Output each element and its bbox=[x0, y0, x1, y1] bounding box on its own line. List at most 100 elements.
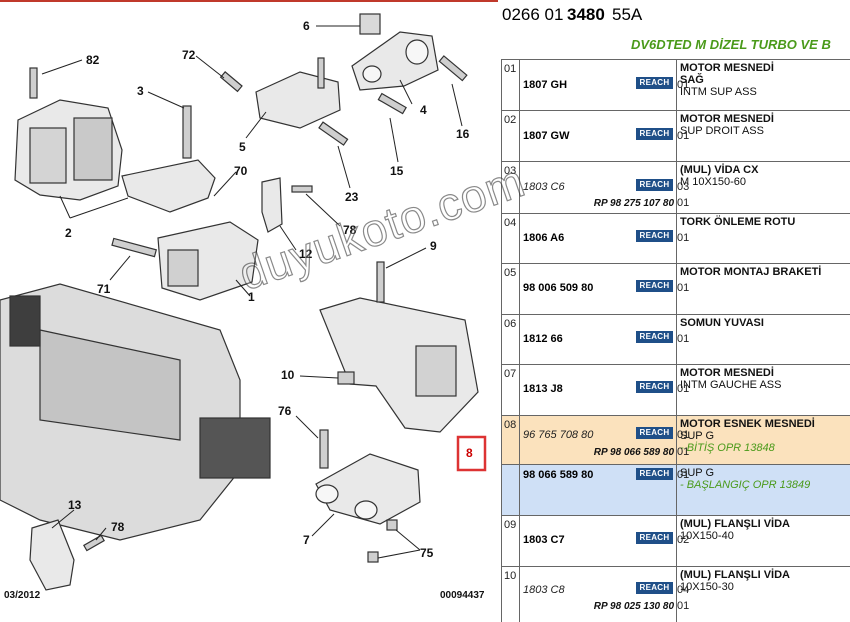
row-desc: SOMUN YUVASI bbox=[676, 314, 850, 365]
row-index: 08 bbox=[501, 415, 520, 465]
table-row[interactable]: 09 1803 C7 REACH 02 (MUL) FLANŞLI VİDA 1… bbox=[501, 515, 850, 567]
row-ref: 1807 GH REACH 01 bbox=[519, 59, 689, 111]
row-desc: (MUL) FLANŞLI VİDA 10X150-30 bbox=[676, 566, 850, 622]
replacement-ref[interactable]: RP 98 025 130 80 bbox=[593, 601, 674, 612]
parts-list-panel: 0266 01 3480 55A DV6DTED M DİZEL TURBO V… bbox=[499, 0, 850, 622]
quantity-2: 01 bbox=[677, 600, 690, 612]
callout-10: 10 bbox=[281, 368, 295, 382]
quantity: 01 bbox=[677, 429, 690, 441]
row-desc: MOTOR MESNEDİ SAĞ INTM SUP ASS bbox=[676, 59, 850, 111]
parts-table: 01 1807 GH REACH 01 MOTOR MESNEDİ SAĞ IN… bbox=[501, 59, 850, 622]
row-ref: 1806 A6 REACH 01 bbox=[519, 213, 689, 264]
callout-12: 12 bbox=[299, 247, 313, 261]
reach-badge: REACH bbox=[636, 427, 673, 439]
part-code[interactable]: 1803 C8 bbox=[523, 584, 565, 596]
table-row[interactable]: 01 1807 GH REACH 01 MOTOR MESNEDİ SAĞ IN… bbox=[501, 59, 850, 111]
replacement-ref[interactable]: RP 98 066 589 80 bbox=[593, 447, 674, 458]
part-code[interactable]: 98 066 589 80 bbox=[523, 469, 594, 481]
row-index: 04 bbox=[501, 213, 520, 264]
desc-line-1: SOMUN YUVASI bbox=[680, 317, 764, 329]
part-code[interactable]: 96 765 708 80 bbox=[523, 429, 594, 441]
table-row[interactable]: 07 1813 J8 REACH 01 MOTOR MESNEDİ INTM G… bbox=[501, 364, 850, 416]
quantity: 01 bbox=[677, 79, 690, 91]
row-ref: 98 066 589 80 REACH 01 bbox=[519, 464, 689, 516]
part-code[interactable]: 1807 GW bbox=[523, 130, 570, 142]
desc-line-1: MOTOR ESNEK MESNEDİ bbox=[680, 418, 815, 430]
callout-78: 78 bbox=[343, 223, 357, 237]
reach-badge: REACH bbox=[636, 77, 673, 89]
reach-badge: REACH bbox=[636, 230, 673, 242]
row-ref: 1807 GW REACH 01 bbox=[519, 110, 689, 162]
desc-line-2: M 10X150-60 bbox=[680, 176, 747, 188]
part-code[interactable]: 1803 C7 bbox=[523, 534, 565, 546]
row-index: 07 bbox=[501, 364, 520, 416]
replacement-ref[interactable]: RP 98 275 107 80 bbox=[593, 198, 674, 209]
row-ref: 96 765 708 80 REACH 01 RP 98 066 589 80 … bbox=[519, 415, 689, 465]
header-bold: 3480 bbox=[567, 5, 605, 24]
row-desc: SUP G - BAŞLANGIÇ OPR 13849 bbox=[676, 464, 850, 516]
part-code[interactable]: 1807 GH bbox=[523, 79, 568, 91]
table-row-highlighted[interactable]: 98 066 589 80 REACH 01 SUP G - BAŞLANGIÇ… bbox=[501, 464, 850, 516]
callout-82: 82 bbox=[86, 53, 100, 67]
reach-badge: REACH bbox=[636, 532, 673, 544]
table-row[interactable]: 03 1803 C6 REACH 03 RP 98 275 107 80 01 … bbox=[501, 161, 850, 214]
desc-line-1: MOTOR MESNEDİ bbox=[680, 113, 774, 125]
desc-line-3: INTM SUP ASS bbox=[680, 86, 757, 98]
quantity: 01 bbox=[677, 282, 690, 294]
quantity: 03 bbox=[677, 181, 690, 193]
part-code[interactable]: 1813 J8 bbox=[523, 383, 563, 395]
table-row[interactable]: 04 1806 A6 REACH 01 TORK ÖNLEME ROTU bbox=[501, 213, 850, 264]
callout-72: 72 bbox=[182, 48, 196, 62]
callout-4: 4 bbox=[420, 103, 427, 117]
callout-71: 71 bbox=[97, 282, 111, 296]
row-desc: MOTOR MESNEDİ SUP DROIT ASS bbox=[676, 110, 850, 162]
callout-78-lower: 78 bbox=[111, 520, 125, 534]
row-desc: MOTOR ESNEK MESNEDİ SUP G - BİTİŞ OPR 13… bbox=[676, 415, 850, 465]
row-ref: 98 006 509 80 REACH 01 bbox=[519, 263, 689, 315]
diagram-ref-number: 00094437 bbox=[440, 590, 485, 601]
row-ref: 1803 C6 REACH 03 RP 98 275 107 80 01 bbox=[519, 161, 689, 214]
callout-13: 13 bbox=[68, 498, 82, 512]
header-suffix: 55A bbox=[612, 5, 643, 24]
desc-line-2: 10X150-40 bbox=[680, 530, 734, 542]
reference-header: 0266 01 3480 55A bbox=[499, 0, 850, 30]
callout-5: 5 bbox=[239, 140, 246, 154]
callout-23: 23 bbox=[345, 190, 359, 204]
quantity-2: 01 bbox=[677, 446, 690, 458]
row-index: 05 bbox=[501, 263, 520, 315]
table-row[interactable]: 10 1803 C8 REACH 04 RP 98 025 130 80 01 … bbox=[501, 566, 850, 622]
desc-line-2: SUP G bbox=[680, 430, 715, 442]
exploded-view-drawing bbox=[0, 0, 498, 591]
row-desc: MOTOR MESNEDİ INTM GAUCHE ASS bbox=[676, 364, 850, 416]
diagram-date: 03/2012 bbox=[4, 590, 41, 601]
callout-7: 7 bbox=[303, 533, 310, 547]
row-ref: 1812 66 REACH 01 bbox=[519, 314, 689, 365]
table-row[interactable]: 02 1807 GW REACH 01 MOTOR MESNEDİ SUP DR… bbox=[501, 110, 850, 162]
callout-8[interactable]: 8 bbox=[466, 446, 473, 460]
table-row[interactable]: 05 98 006 509 80 REACH 01 MOTOR MONTAJ B… bbox=[501, 263, 850, 315]
table-row[interactable]: 06 1812 66 REACH 01 SOMUN YUVASI bbox=[501, 314, 850, 365]
desc-line-1: (MUL) FLANŞLI VİDA bbox=[680, 518, 790, 530]
callout-75: 75 bbox=[420, 546, 434, 560]
part-code[interactable]: 98 006 509 80 bbox=[523, 282, 594, 294]
part-code[interactable]: 1806 A6 bbox=[523, 232, 565, 244]
table-row-highlighted[interactable]: 08 96 765 708 80 REACH 01 RP 98 066 589 … bbox=[501, 415, 850, 465]
reach-badge: REACH bbox=[636, 280, 673, 292]
part-code[interactable]: 1812 66 bbox=[523, 333, 563, 345]
quantity: 01 bbox=[677, 130, 690, 142]
row-index: 06 bbox=[501, 314, 520, 365]
desc-line-1: MOTOR MONTAJ BRAKETİ bbox=[680, 266, 822, 278]
callout-6: 6 bbox=[303, 19, 310, 33]
quantity-2: 01 bbox=[677, 197, 690, 209]
callout-3: 3 bbox=[137, 84, 144, 98]
row-desc: (MUL) FLANŞLI VİDA 10X150-40 bbox=[676, 515, 850, 567]
desc-line-2: INTM GAUCHE ASS bbox=[680, 379, 782, 391]
callout-16: 16 bbox=[456, 127, 470, 141]
part-code[interactable]: 1803 C6 bbox=[523, 181, 565, 193]
quantity: 01 bbox=[677, 383, 690, 395]
row-index: 02 bbox=[501, 110, 520, 162]
row-index: 09 bbox=[501, 515, 520, 567]
row-ref: 1813 J8 REACH 01 bbox=[519, 364, 689, 416]
row-index: 03 bbox=[501, 161, 520, 214]
desc-note: - BAŞLANGIÇ OPR 13849 bbox=[680, 479, 811, 491]
